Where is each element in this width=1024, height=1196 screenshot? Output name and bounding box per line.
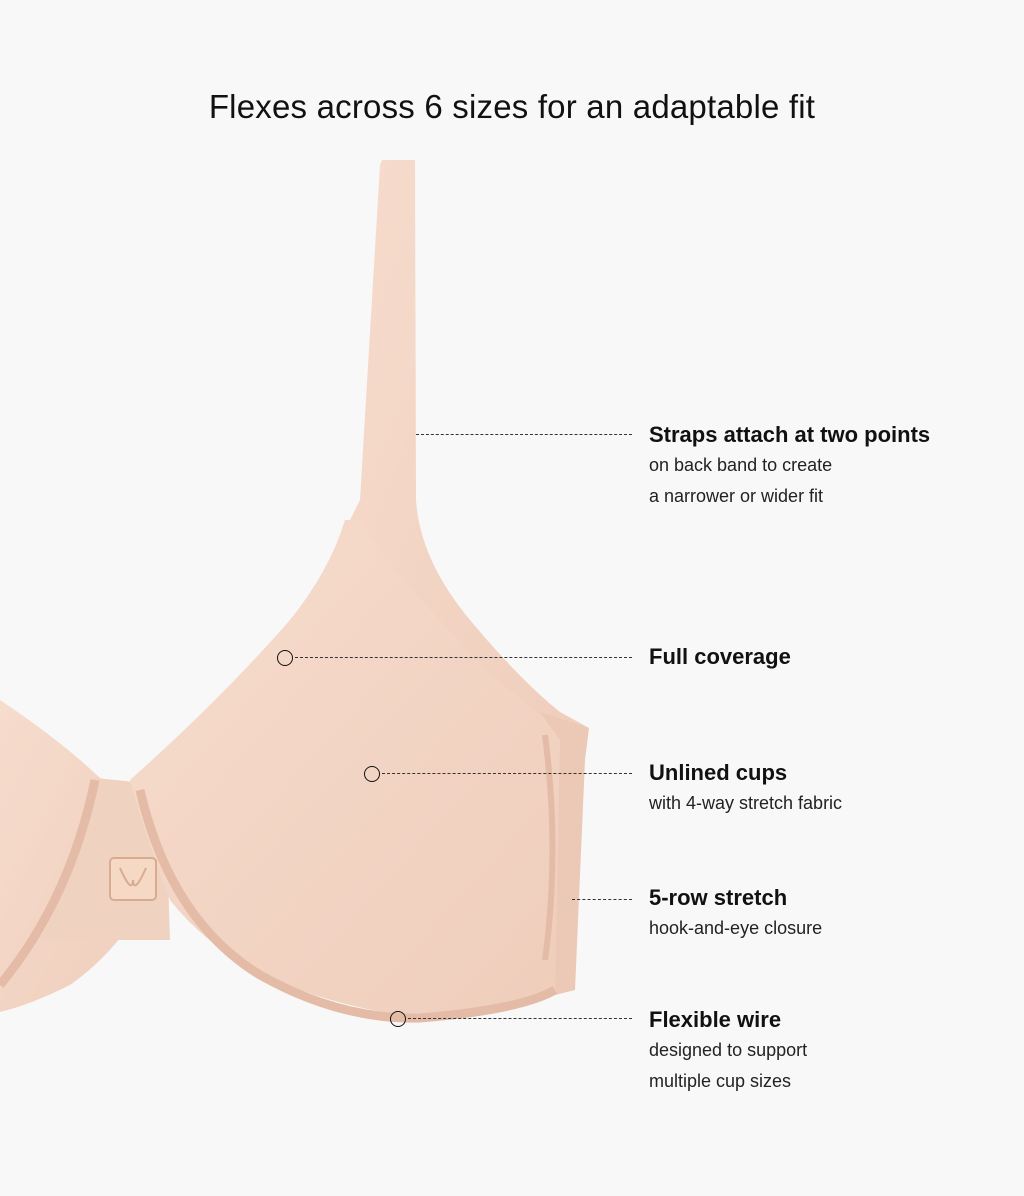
wire-seam-left bbox=[0, 779, 100, 988]
leader-straps bbox=[416, 434, 632, 435]
leader-flexible-wire bbox=[408, 1018, 632, 1019]
marker-flexible-wire bbox=[390, 1011, 406, 1027]
side-band bbox=[540, 712, 589, 995]
leader-row-stretch bbox=[572, 899, 632, 900]
callout-title: 5-row stretch bbox=[649, 885, 788, 910]
callout-line: with 4-way stretch fabric bbox=[649, 793, 843, 813]
headline: Flexes across 6 sizes for an adaptable f… bbox=[208, 88, 816, 125]
callout-unlined-cups: Unlined cups with 4-way stretch fabric bbox=[649, 758, 842, 819]
callout-row-stretch: 5-row stretch hook-and-eye closure bbox=[649, 883, 822, 944]
callout-line: hook-and-eye closure bbox=[649, 918, 823, 938]
callout-line: multiple cup sizes bbox=[649, 1071, 792, 1091]
gore-logo bbox=[109, 857, 157, 901]
callout-line: designed to support bbox=[649, 1040, 808, 1060]
wire-seam-right bbox=[135, 788, 558, 1023]
callout-straps: Straps attach at two points on back band… bbox=[649, 420, 930, 512]
callout-title: Flexible wire bbox=[649, 1007, 782, 1032]
leader-unlined-cups bbox=[382, 773, 632, 774]
marker-unlined-cups bbox=[364, 766, 380, 782]
callout-line: a narrower or wider fit bbox=[649, 486, 824, 506]
callout-full-coverage: Full coverage bbox=[649, 642, 791, 672]
callout-line: on back band to create bbox=[649, 455, 833, 475]
callout-title: Unlined cups bbox=[649, 760, 788, 785]
callout-title: Full coverage bbox=[649, 644, 791, 669]
right-cup bbox=[130, 520, 575, 1015]
leader-full-coverage bbox=[295, 657, 632, 658]
cup-edge bbox=[542, 734, 556, 961]
marker-full-coverage bbox=[277, 650, 293, 666]
callout-flexible-wire: Flexible wire designed to support multip… bbox=[649, 1005, 807, 1097]
callout-title: Straps attach at two points bbox=[649, 422, 931, 447]
